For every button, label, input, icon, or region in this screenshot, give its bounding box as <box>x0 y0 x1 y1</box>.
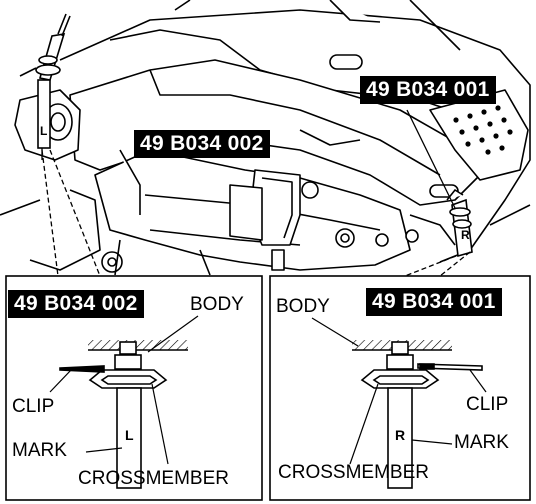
tool-callout-right-top: 49 B034 001 <box>360 76 496 104</box>
magnification-lines <box>41 149 471 277</box>
tool-callout-left-top: 49 B034 002 <box>134 130 270 158</box>
detail-right-body-label: BODY <box>276 296 330 317</box>
detail-left-body-label: BODY <box>190 294 244 315</box>
crossmember-assembly-illustration <box>0 0 531 276</box>
detail-left-tool-callout: 49 B034 002 <box>8 290 144 318</box>
left-detail-illustration <box>49 315 199 489</box>
detail-left-clip-label: CLIP <box>12 396 55 417</box>
pin-mark-right: R <box>461 228 470 242</box>
left-setting-pin <box>19 13 71 149</box>
detail-right-mark-letter: R <box>395 427 406 443</box>
detail-left-mark-label: MARK <box>12 440 67 461</box>
detail-right-clip-label: CLIP <box>466 394 509 415</box>
detail-right-crossmember-label: CROSSMEMBER <box>278 462 429 483</box>
detail-left-crossmember-label: CROSSMEMBER <box>78 468 229 489</box>
detail-right-tool-callout: 49 B034 001 <box>366 288 502 316</box>
right-setting-pin <box>446 188 473 258</box>
right-detail-illustration <box>311 317 487 489</box>
detail-left-mark-letter: L <box>125 427 134 443</box>
pin-mark-left: L <box>40 124 48 138</box>
detail-right-mark-label: MARK <box>454 432 509 453</box>
